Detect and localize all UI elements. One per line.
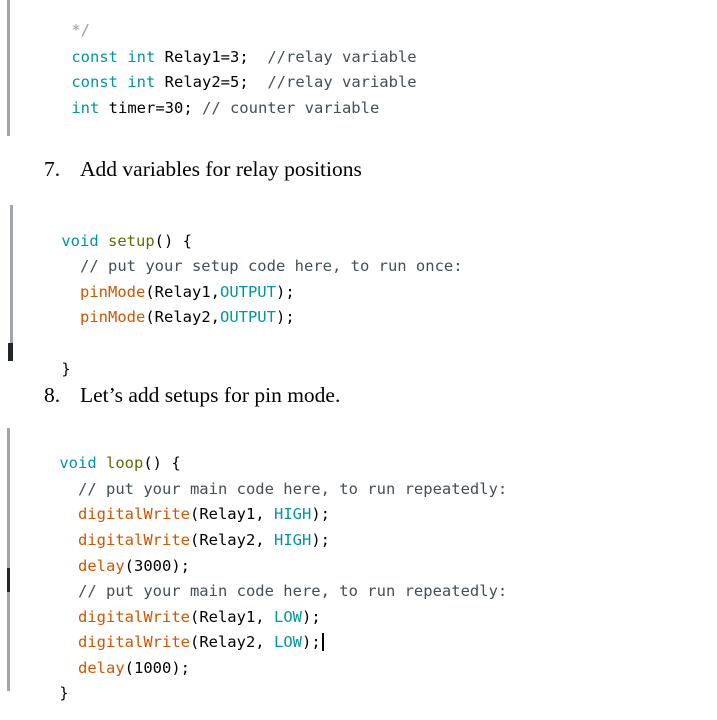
constant-token: LOW [273, 608, 302, 626]
code-line-relay2-const: const int Relay2=5; //relay variable [34, 55, 417, 109]
constant-token: LOW [273, 633, 302, 651]
declaration-text: timer=30; [99, 99, 202, 117]
type-token: int [127, 48, 156, 66]
editor-gutter-bar [7, 0, 10, 136]
function-call-token: digitalWrite [78, 608, 190, 626]
comment-token: // counter variable [201, 99, 380, 117]
function-call-token: digitalWrite [78, 505, 190, 523]
code-line-digitalwrite-relay2-low: digitalWrite(Relay2, LOW); [22, 615, 324, 669]
step-number: 8. [44, 383, 61, 407]
step-number: 7. [44, 157, 61, 181]
constant-token: OUTPUT [219, 308, 276, 326]
code-line-relay1-const: const int Relay1=3; //relay variable [34, 30, 417, 84]
step-8-heading: 8. Let’s add setups for pin mode. [44, 383, 340, 408]
function-name-token: loop [106, 454, 144, 472]
code-line-setup-comment: // put your setup code here, to run once… [24, 239, 463, 293]
code-block-setup: void setup() { // put your setup code he… [0, 205, 717, 378]
comment-token: //relay variable [267, 73, 417, 91]
code-line-setup-signature: void setup() { [61, 232, 192, 250]
code-block-loop: void loop() { // put your main code here… [0, 428, 717, 702]
step-text: Let’s add setups for pin mode. [80, 383, 341, 407]
declaration-text: Relay1=3; [155, 48, 268, 66]
keyword-token: const [71, 73, 118, 91]
closing-brace: } [61, 360, 71, 378]
keyword-token: void [59, 454, 97, 472]
constant-token: OUTPUT [219, 283, 276, 301]
code-line-delay-3000: delay(3000); [78, 557, 190, 575]
comment-token: // put your main code here, to run repea… [59, 582, 508, 600]
function-call-token: digitalWrite [78, 531, 190, 549]
code-line-digitalwrite-relay1-low: digitalWrite(Relay1, LOW); [78, 608, 321, 626]
editor-gutter-marker [8, 343, 13, 361]
code-block-constants: */ const int Relay1=3; //relay variable … [0, 0, 717, 136]
function-call-token: pinMode [80, 283, 146, 301]
comment-token: // put your main code here, to run repea… [59, 480, 508, 498]
editor-gutter-bar [10, 205, 13, 361]
function-call-token: delay [78, 557, 125, 575]
constant-token: HIGH [273, 505, 312, 523]
code-line-loop-signature: void loop() { [59, 454, 181, 472]
function-call-token: pinMode [80, 308, 146, 326]
code-line-pinmode-relay1: pinMode(Relay1,OUTPUT); [80, 283, 295, 301]
step-text: Add variables for relay positions [80, 157, 362, 181]
code-line-pinmode-relay2: pinMode(Relay2,OUTPUT); [80, 308, 295, 326]
constant-token: HIGH [273, 531, 312, 549]
comment-token: // put your setup code here, to run once… [61, 257, 463, 275]
text-cursor [321, 633, 324, 651]
editor-gutter-bar [7, 428, 10, 691]
code-line-setup-close: } [24, 342, 71, 396]
code-line-delay-1000: delay(1000); [78, 659, 190, 677]
code-line-loop-close: } [22, 666, 69, 720]
declaration-text: Relay2=5; [155, 73, 268, 91]
closing-brace: } [59, 684, 69, 702]
code-line-timer: int timer=30; // counter variable [34, 81, 379, 135]
comment-token: //relay variable [267, 48, 417, 66]
function-call-token: delay [78, 659, 125, 677]
step-7-heading: 7. Add variables for relay positions [44, 157, 362, 182]
code-line-digitalwrite-relay2-high: digitalWrite(Relay2, HIGH); [78, 531, 330, 549]
function-call-token: digitalWrite [78, 633, 190, 651]
code-line-loop-comment: // put your main code here, to run repea… [22, 462, 507, 516]
keyword-token: void [61, 232, 99, 250]
type-token: int [71, 99, 100, 117]
code-line-digitalwrite-relay1-high: digitalWrite(Relay1, HIGH); [78, 505, 330, 523]
editor-gutter-marker [7, 568, 10, 592]
comment-token: */ [71, 21, 90, 39]
keyword-token: const [71, 48, 118, 66]
function-name-token: setup [108, 232, 155, 250]
code-line-loop-comment-2: // put your main code here, to run repea… [22, 564, 507, 618]
type-token: int [127, 73, 156, 91]
code-line-comment-end: */ [34, 3, 90, 57]
